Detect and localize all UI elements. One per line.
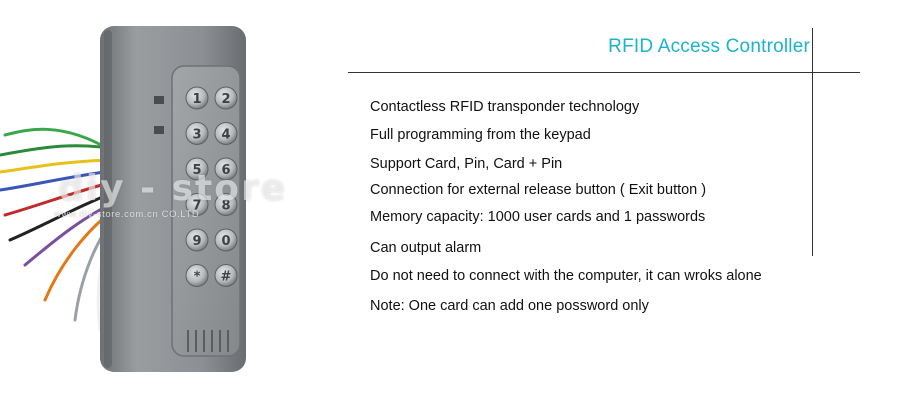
- keypad-key: 0: [214, 228, 238, 252]
- vent-slots: [187, 330, 229, 352]
- feature-item: Can output alarm: [370, 240, 482, 256]
- keypad-key-label: 3: [192, 128, 201, 143]
- feature-item: Full programming from the keypad: [370, 127, 591, 143]
- keypad-key: 5: [185, 157, 209, 181]
- feature-item: Do not need to connect with the computer…: [370, 268, 762, 284]
- vertical-divider: [812, 28, 813, 256]
- keypad-key: 2: [214, 86, 238, 110]
- keypad-key: 6: [214, 157, 238, 181]
- keypad-key-label: 2: [221, 92, 230, 107]
- keypad-key: 3: [185, 122, 209, 145]
- keypad-key-label: 8: [221, 199, 230, 214]
- watermark-brand: diy - store: [58, 168, 288, 209]
- keypad-key-label: 5: [192, 163, 201, 178]
- keypad-key: 1: [185, 86, 209, 110]
- keypad-key: #: [214, 264, 238, 287]
- keypad-key-label: *: [194, 270, 201, 285]
- keypad: 1 2 3 4 5 6 7 8 9 0 * #: [185, 86, 238, 287]
- keypad-key-label: 9: [192, 234, 201, 249]
- product-image: 1 2 3 4 5 6 7 8 9 0 * # diy - store www.diy-store.c…: [0, 0, 340, 400]
- title-underline: [348, 72, 860, 73]
- keypad-key: 9: [185, 228, 209, 252]
- keypad-key-label: 7: [192, 199, 201, 214]
- feature-item: Contactless RFID transponder technology: [370, 99, 640, 115]
- keypad-key-label: 4: [221, 128, 230, 143]
- keypad-key-label: 0: [221, 234, 230, 249]
- keypad-key-label: #: [221, 270, 232, 285]
- access-controller-illustration: 1 2 3 4 5 6 7 8 9 0 * #: [0, 26, 246, 372]
- page-title: RFID Access Controller: [608, 36, 810, 57]
- keypad-key: 8: [214, 193, 238, 216]
- keypad-key: *: [185, 264, 209, 287]
- keypad-key-label: 6: [221, 163, 230, 178]
- keypad-key: 7: [185, 193, 209, 216]
- feature-item: Support Card, Pin, Card + Pin: [370, 156, 563, 172]
- feature-item: Note: One card can add one possword only: [370, 298, 649, 314]
- feature-item: Memory capacity: 1000 user cards and 1 p…: [370, 209, 706, 225]
- feature-item: Connection for external release button (…: [370, 182, 707, 198]
- watermark-url: www.diy-store.com.cn CO.LTD: [54, 209, 200, 220]
- keypad-key-label: 1: [192, 92, 201, 107]
- keypad-key: 4: [214, 122, 238, 145]
